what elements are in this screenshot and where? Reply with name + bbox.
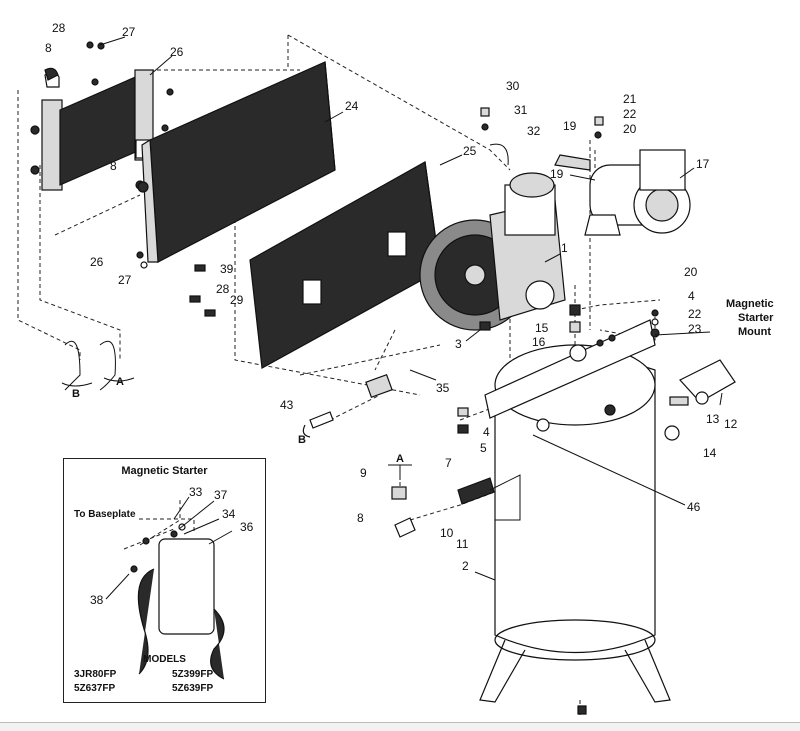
inset-title: Magnetic Starter — [121, 465, 208, 477]
callout-40: 26 — [170, 45, 184, 59]
callout-14: 14 — [703, 446, 717, 460]
callout-26: 26 — [90, 255, 104, 269]
callout-41: 27 — [122, 25, 136, 39]
callout-18: 19 — [563, 119, 577, 133]
callout-4a: 4 — [688, 289, 695, 303]
inset-drawing: 33 37 34 36 38 — [90, 485, 254, 680]
callout-46: 46 — [687, 500, 701, 514]
callout-15: 15 — [535, 321, 549, 335]
callout-16: 16 — [532, 335, 546, 349]
fittings — [44, 41, 736, 715]
callout-28: 28 — [216, 282, 230, 296]
callout-5: 5 — [480, 441, 487, 455]
callout-39: 39 — [220, 262, 234, 276]
callout-2: 2 — [462, 559, 469, 573]
callout-30: 30 — [506, 79, 520, 93]
callout-4b: 4 — [483, 425, 490, 439]
callout-22b: 22 — [688, 307, 702, 321]
callout-20a: 20 — [623, 122, 637, 136]
callout-25: 25 — [463, 144, 477, 158]
callout-29: 29 — [230, 293, 244, 307]
callout-11: 11 — [456, 537, 469, 551]
callout-9: 9 — [360, 466, 367, 480]
callout-7: 7 — [445, 456, 452, 470]
pump — [419, 172, 566, 331]
magnetic-starter-mount-label-2: Starter — [738, 312, 774, 324]
callout-12: 12 — [724, 417, 738, 431]
tank — [479, 319, 671, 703]
callout-13: 13 — [706, 412, 720, 426]
callout-1: 1 — [561, 241, 568, 255]
hose-a-label: A — [116, 376, 124, 388]
callout-22a: 22 — [623, 107, 637, 121]
callout-numbers: 28 27 8 26 8 24 25 26 27 39 28 29 30 31 … — [45, 21, 738, 573]
callout-27: 27 — [118, 273, 132, 287]
callout-23: 23 — [688, 322, 702, 336]
model-4: 5Z639FP — [172, 683, 214, 694]
callout-32: 32 — [527, 124, 541, 138]
callout-33: 35 — [436, 381, 450, 395]
callout-43: 43 — [280, 398, 294, 412]
callout-8b: 8 — [110, 159, 117, 173]
callout-31: 31 — [514, 103, 528, 117]
callout-21: 21 — [623, 92, 637, 106]
model-1: 3JR80FP — [74, 669, 117, 680]
callout-37: 37 — [214, 488, 228, 502]
callout-20b: 20 — [684, 265, 698, 279]
magnetic-starter-mount-label-1: Magnetic — [726, 298, 774, 310]
callout-42: 28 — [52, 21, 66, 35]
callout-36: 36 — [240, 520, 254, 534]
model-3: 5Z637FP — [74, 683, 116, 694]
motor — [554, 149, 691, 236]
hoses — [61, 340, 135, 391]
belt-guard-front — [249, 161, 441, 369]
hose-b2-label: B — [298, 434, 306, 446]
magnetic-starter-inset: Magnetic Starter To Baseplate 33 37 34 3… — [63, 458, 266, 703]
leader-lines — [99, 36, 723, 581]
callout-19: 19 — [550, 167, 564, 181]
hose-a2-label: A — [396, 453, 404, 465]
page-bottom-edge — [0, 722, 800, 731]
to-baseplate-label: To Baseplate — [74, 509, 136, 520]
callout-35: 34 — [222, 507, 236, 521]
belt-guard-back — [141, 61, 336, 263]
callout-8a: 8 — [45, 41, 52, 55]
callout-10: 10 — [440, 526, 454, 540]
callout-24: 24 — [345, 99, 359, 113]
diagram-labels: Magnetic Starter Mount B A B A — [72, 298, 774, 465]
callout-34: 33 — [189, 485, 203, 499]
models-title: MODELS — [143, 654, 186, 665]
magnetic-starter-mount-label-3: Mount — [738, 326, 771, 338]
callout-38: 38 — [90, 593, 104, 607]
model-2: 5Z399FP — [172, 669, 214, 680]
callout-3: 3 — [455, 337, 462, 351]
hose-b-label: B — [72, 388, 80, 400]
callout-17: 17 — [696, 157, 710, 171]
callout-8c: 8 — [357, 511, 364, 525]
